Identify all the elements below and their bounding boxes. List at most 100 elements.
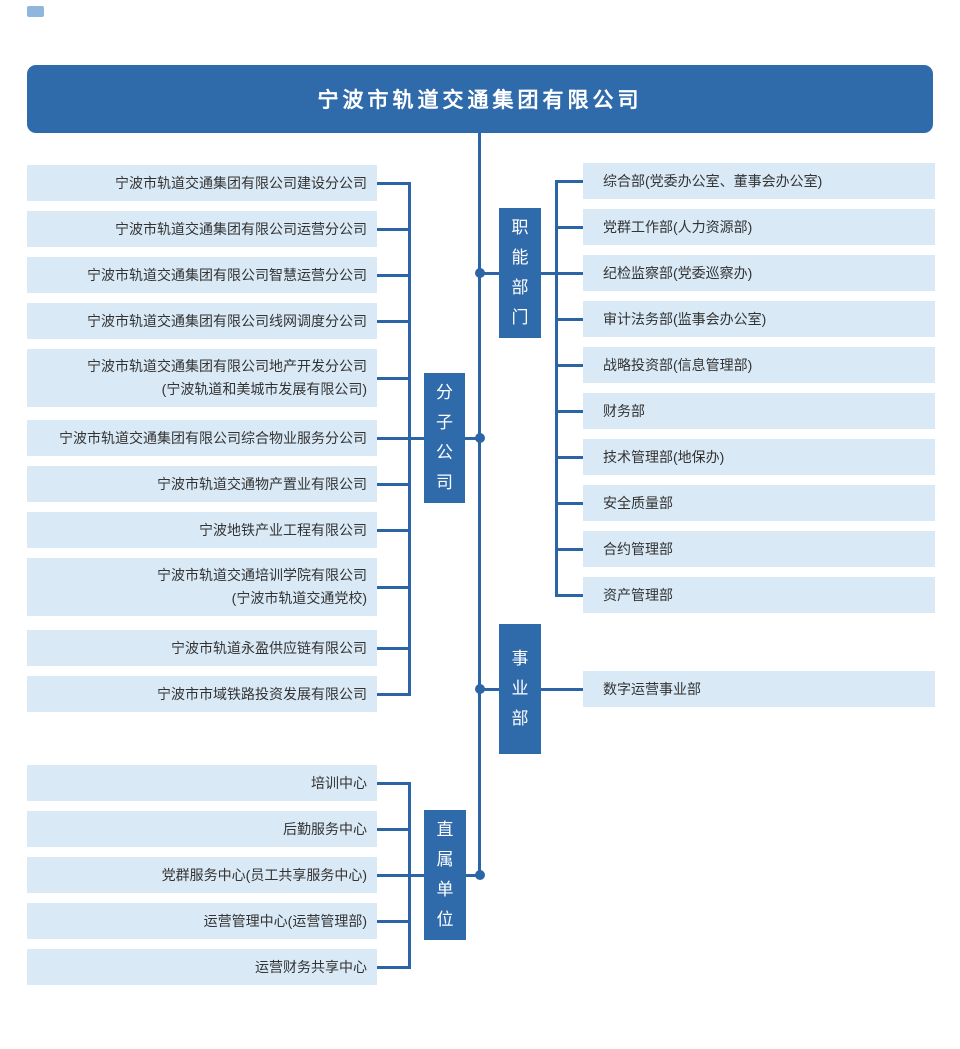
connector-line [555,593,583,597]
connector-line [377,646,411,650]
item-label: 宁波市轨道交通集团有限公司建设分公司 [115,174,367,191]
connector-line-departments-right [541,271,583,275]
connector-line-branch-right [465,436,480,440]
branch-company-item: 宁波市轨道交通集团有限公司地产开发分公司 (宁波轨道和美城市发展有限公司) [27,349,377,407]
item-label: 宁波市轨道交通集团有限公司综合物业服务分公司 [59,429,367,446]
connector-line-business-left [480,687,499,691]
department-item: 战略投资部(信息管理部) [583,347,935,383]
department-item: 资产管理部 [583,577,935,613]
trunk-line [478,133,481,876]
group-box-branch-companies: 分子公司 [424,373,465,503]
item-label: 党群服务中心(员工共享服务中心) [161,866,367,883]
connector-line [555,547,583,551]
item-label: 后勤服务中心 [283,820,367,837]
connector-line [555,225,583,229]
item-label: 审计法务部(监事会办公室) [603,310,767,327]
department-item: 财务部 [583,393,935,429]
connector-line [377,319,411,323]
connector-line [377,376,411,380]
item-label: 宁波市市域铁路投资发展有限公司 [157,685,367,702]
department-item: 党群工作部(人力资源部) [583,209,935,245]
connector-line-business-right [541,687,583,691]
connector-line [377,965,411,969]
group-box-business-division: 事业部 [499,624,541,754]
item-label: 合约管理部 [603,540,673,557]
item-label: 技术管理部(地保办) [603,448,725,465]
item-label: 资产管理部 [603,586,673,603]
branch-company-item: 宁波市轨道交通培训学院有限公司 (宁波市轨道交通党校) [27,558,377,616]
item-label: 安全质量部 [603,494,673,511]
group-label: 分子公司 [436,383,453,492]
group-box-direct-units: 直属单位 [424,810,466,940]
item-sublabel: (宁波轨道和美城市发展有限公司) [161,381,367,397]
group-label: 职能部门 [511,218,529,327]
item-sublabel: (宁波市轨道交通党校) [231,590,367,606]
item-label: 宁波市轨道交通培训学院有限公司 [157,567,367,583]
junction-dot [475,433,485,443]
connector-line [555,501,583,505]
junction-dot [475,870,485,880]
cropped-element-fragment [27,6,44,17]
direct-unit-item: 培训中心 [27,765,377,801]
item-label: 宁波市轨道交通物产置业有限公司 [157,475,367,492]
bus-line-departments [555,179,558,597]
department-item: 技术管理部(地保办) [583,439,935,475]
branch-company-item: 宁波地铁产业工程有限公司 [27,512,377,548]
connector-line [377,585,411,589]
connector-line [555,317,583,321]
department-item: 审计法务部(监事会办公室) [583,301,935,337]
item-label: 宁波市轨道交通集团有限公司运营分公司 [115,220,367,237]
branch-company-item: 宁波市轨道交通集团有限公司建设分公司 [27,165,377,201]
direct-unit-item: 运营管理中心(运营管理部) [27,903,377,939]
group-box-functional-departments: 职能部门 [499,208,541,338]
connector-line-direct-left [408,873,424,877]
item-label: 运营财务共享中心 [255,958,367,975]
junction-dot [475,268,485,278]
item-label: 宁波地铁产业工程有限公司 [199,521,367,538]
item-label: 培训中心 [311,774,367,791]
branch-company-item: 宁波市市域铁路投资发展有限公司 [27,676,377,712]
connector-line [555,179,583,183]
connector-line [377,436,411,440]
item-label: 财务部 [603,402,645,419]
department-item: 综合部(党委办公室、董事会办公室) [583,163,935,199]
direct-unit-item: 运营财务共享中心 [27,949,377,985]
connector-line-branch-left [408,436,424,440]
item-label: 综合部(党委办公室、董事会办公室) [603,172,823,189]
direct-unit-item: 后勤服务中心 [27,811,377,847]
department-item: 合约管理部 [583,531,935,567]
department-item: 安全质量部 [583,485,935,521]
group-label: 直属单位 [436,820,454,929]
connector-line [377,528,411,532]
connector-line [377,781,411,785]
connector-line [377,181,411,185]
item-label: 宁波市轨道交通集团有限公司地产开发分公司 [87,358,367,374]
org-root-node: 宁波市轨道交通集团有限公司 [27,65,933,133]
connector-line [377,873,411,877]
connector-line-departments-left [480,271,499,275]
connector-line [555,409,583,413]
item-label: 宁波市轨道交通集团有限公司线网调度分公司 [87,312,367,329]
connector-line [377,227,411,231]
connector-line [555,363,583,367]
branch-company-item: 宁波市轨道交通物产置业有限公司 [27,466,377,502]
department-item: 纪检监察部(党委巡察办) [583,255,935,291]
item-label: 宁波市轨道永盈供应链有限公司 [171,639,367,656]
connector-line [377,827,411,831]
connector-line-direct-right [466,873,480,877]
branch-company-item: 宁波市轨道交通集团有限公司线网调度分公司 [27,303,377,339]
item-label: 战略投资部(信息管理部) [603,356,753,373]
item-label: 运营管理中心(运营管理部) [203,912,367,929]
branch-company-item: 宁波市轨道交通集团有限公司运营分公司 [27,211,377,247]
direct-unit-item: 党群服务中心(员工共享服务中心) [27,857,377,893]
branch-company-item: 宁波市轨道永盈供应链有限公司 [27,630,377,666]
group-label: 事业部 [511,649,529,728]
connector-line [377,482,411,486]
page-title: 宁波市轨道交通集团有限公司 [317,89,643,112]
item-label: 数字运营事业部 [603,680,701,697]
junction-dot [475,684,485,694]
branch-company-item: 宁波市轨道交通集团有限公司智慧运营分公司 [27,257,377,293]
connector-line [377,692,411,696]
connector-line [555,455,583,459]
